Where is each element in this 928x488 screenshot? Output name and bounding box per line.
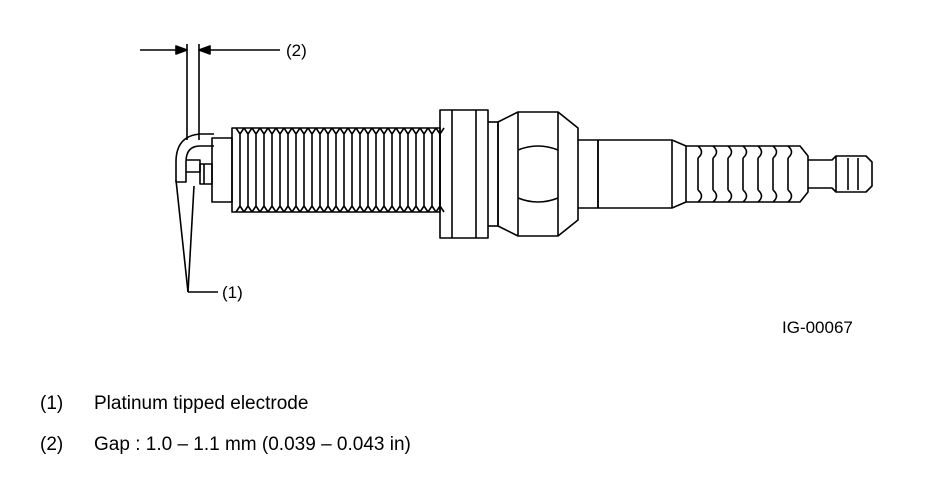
terminal	[808, 155, 873, 193]
legend-number: (1)	[40, 393, 64, 414]
gasket-seat	[439, 109, 499, 239]
threaded-body	[211, 127, 445, 213]
legend-number: (2)	[40, 434, 64, 455]
electrode-leader	[175, 179, 218, 293]
gap-dimension	[140, 44, 280, 140]
legend-text: Platinum tipped electrode	[94, 393, 309, 414]
center-electrode	[199, 163, 213, 185]
callout-electrode: (1)	[222, 283, 243, 302]
legend-item: (2) Gap : 1.0 – 1.1 mm (0.039 – 0.043 in)	[40, 433, 411, 457]
figure-id: IG-00067	[782, 318, 853, 337]
legend-item: (1) Platinum tipped electrode	[40, 392, 308, 416]
legend-text: Gap : 1.0 – 1.1 mm (0.039 – 0.043 in)	[94, 434, 411, 455]
callout-gap: (2)	[286, 41, 307, 60]
hex-nut	[497, 111, 598, 237]
insulator	[597, 139, 687, 209]
insulator-ribs	[686, 145, 809, 203]
ground-electrode	[175, 133, 214, 183]
